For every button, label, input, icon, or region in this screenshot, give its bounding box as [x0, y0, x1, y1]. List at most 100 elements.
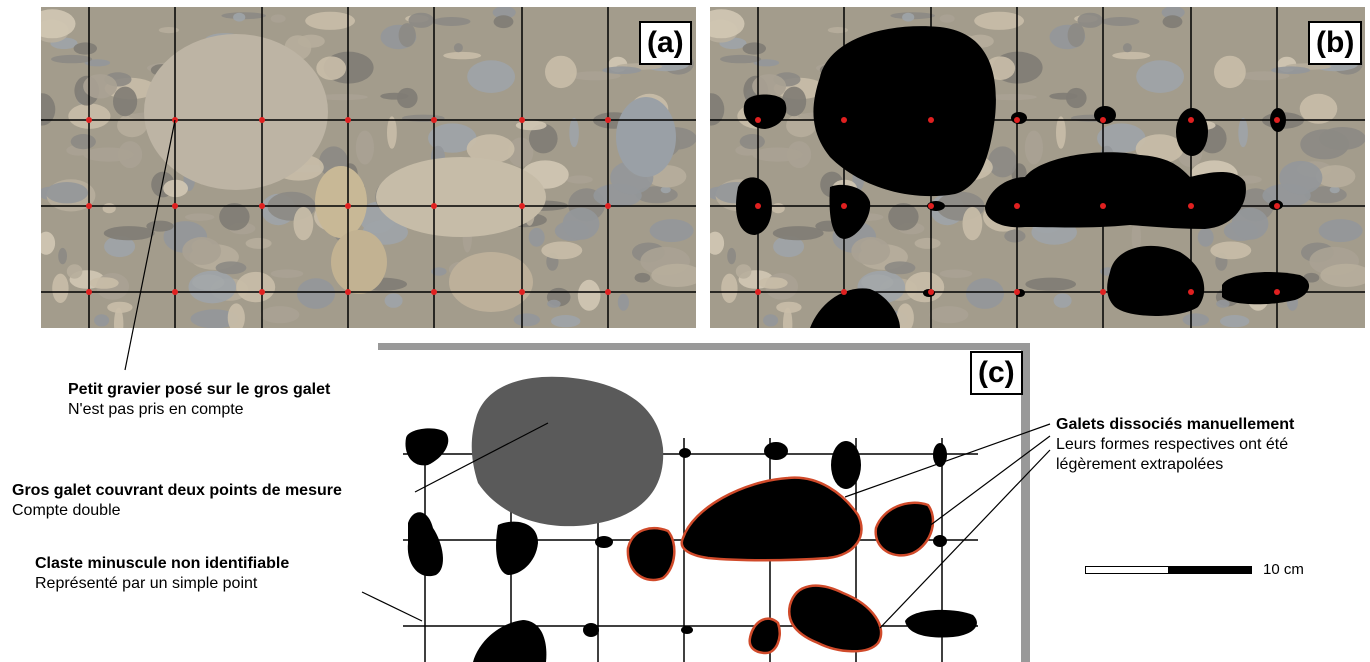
pebble: [408, 12, 434, 28]
pebble: [1329, 186, 1340, 194]
measure-point: [86, 117, 92, 123]
annotation-sub: Compte double: [12, 502, 121, 519]
measure-point: [755, 289, 761, 295]
pebble: [1279, 160, 1323, 195]
measure-point: [519, 203, 525, 209]
pebble: [515, 120, 547, 131]
measure-point: [1100, 289, 1106, 295]
large-pebble: [144, 34, 328, 190]
pebble: [1161, 7, 1185, 19]
pebble: [783, 307, 793, 328]
pebble: [1162, 15, 1183, 29]
pebble: [1238, 117, 1248, 148]
pebble: [1303, 272, 1320, 283]
clast: [810, 288, 900, 328]
measure-point: [1188, 117, 1194, 123]
measure-point: [431, 289, 437, 295]
pebble: [528, 227, 545, 247]
pebble: [710, 93, 725, 126]
pebble: [41, 231, 56, 255]
pebble: [443, 51, 482, 60]
pebble: [1131, 221, 1141, 253]
pebble: [233, 12, 246, 22]
pebble: [215, 261, 247, 275]
pebble-round: [331, 230, 387, 294]
pebble: [602, 66, 642, 74]
pebble: [158, 27, 179, 34]
measurement-grid-b: [710, 7, 1365, 328]
clast: [407, 512, 444, 577]
clast-minor: [679, 448, 691, 458]
measure-point: [172, 203, 178, 209]
annotation-title: Gros galet couvrant deux points de mesur…: [12, 482, 342, 499]
pebble: [985, 94, 1037, 101]
measure-point: [841, 117, 847, 123]
measure-point: [86, 289, 92, 295]
dissociated-clast: [626, 527, 676, 582]
clast-overlays-b: [735, 26, 1310, 328]
clast-minor: [583, 623, 599, 637]
pebble: [541, 241, 583, 260]
pebble: [83, 147, 134, 162]
annotation-petit-gravier: Petit gravier posé sur le gros galet N'e…: [68, 380, 330, 420]
pebble: [1049, 92, 1078, 100]
pebble: [398, 23, 416, 48]
pebble: [453, 43, 463, 53]
pebble: [508, 137, 534, 167]
pebble-round: [449, 252, 533, 312]
scale-segment-black: [1169, 566, 1252, 574]
pebble: [1214, 55, 1246, 89]
measure-point: [431, 203, 437, 209]
clast-minor: [595, 536, 613, 548]
pebble: [1136, 60, 1184, 93]
pebble: [316, 56, 347, 80]
pebble: [89, 277, 119, 289]
pebble: [827, 27, 848, 34]
clast-minor: [681, 626, 693, 634]
measure-point: [519, 117, 525, 123]
pebble: [1112, 51, 1151, 60]
pebble: [1077, 12, 1103, 28]
pebble: [467, 60, 515, 93]
frame-top: [378, 343, 1030, 350]
pebble: [710, 9, 745, 39]
measure-point: [841, 289, 847, 295]
pebble: [752, 147, 803, 162]
photo-a-canvas: [41, 7, 696, 328]
measure-point: [1100, 117, 1106, 123]
pebble: [896, 303, 914, 328]
pebble: [1122, 43, 1132, 53]
pebble: [227, 303, 245, 328]
measure-point: [1014, 289, 1020, 295]
pebble: [634, 272, 651, 283]
pebble: [431, 267, 447, 276]
pebble: [188, 270, 237, 304]
clast: [829, 184, 871, 239]
pebble: [566, 175, 593, 184]
pebble: [1056, 116, 1066, 149]
pebble: [888, 203, 919, 231]
scale-bar: 10 cm: [1085, 561, 1370, 582]
annotation-title: Claste minuscule non identifiable: [35, 555, 290, 572]
dissociated-clast: [787, 584, 883, 653]
pebble: [939, 269, 973, 279]
pebble: [773, 235, 805, 258]
pebble: [1024, 130, 1043, 165]
pebble: [380, 92, 409, 100]
pebble: [547, 299, 561, 308]
pebble: [1067, 23, 1085, 48]
pebble: [297, 278, 335, 309]
annotation-title: Petit gravier posé sur le gros galet: [68, 381, 331, 398]
pebble: [270, 269, 304, 279]
measure-point: [928, 203, 934, 209]
pebble: [569, 117, 579, 148]
measure-point: [605, 289, 611, 295]
panel-c-label: (c): [970, 351, 1023, 395]
pebble: [113, 86, 138, 117]
measure-point: [841, 203, 847, 209]
clast: [933, 443, 947, 467]
pebble: [70, 134, 96, 150]
pebble: [219, 203, 250, 231]
pebble: [1004, 229, 1026, 243]
pebble: [1101, 17, 1140, 26]
